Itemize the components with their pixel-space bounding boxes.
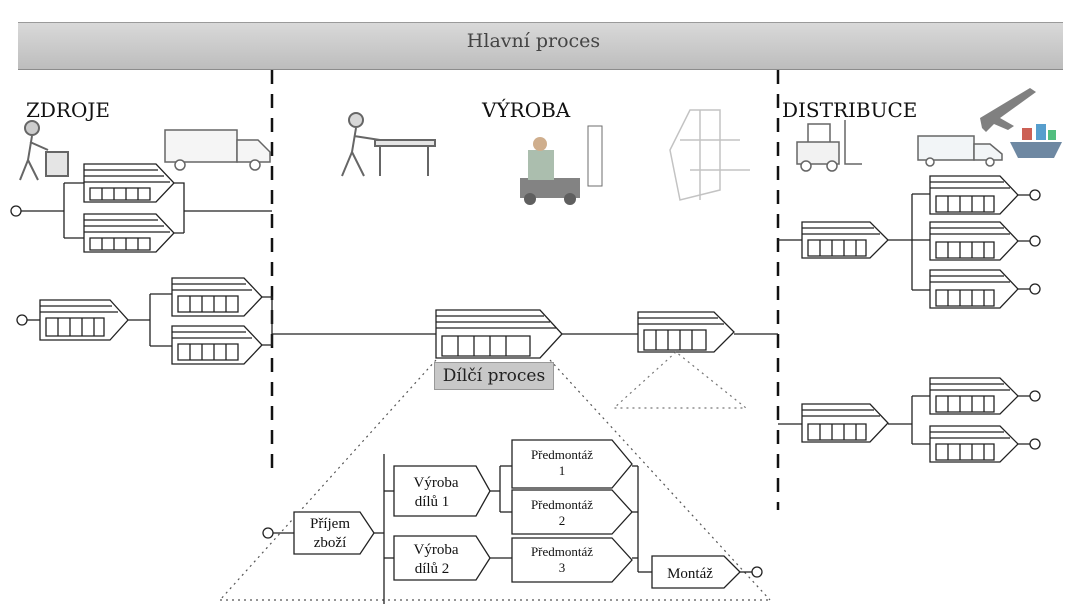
machine-tool-icon: [670, 110, 750, 200]
preassembly-1-label-2: 1: [559, 463, 566, 478]
production-process-main: [436, 310, 562, 358]
distribution-process-f: [930, 378, 1018, 414]
process-shapes: [11, 164, 1040, 462]
source-process-a: [84, 164, 174, 202]
preassembly-2-label-2: 2: [559, 513, 566, 528]
forklift-driver-icon: [520, 126, 602, 205]
preassembly-3-label-1: Předmontáž: [531, 544, 593, 559]
source-process-c: [40, 300, 128, 340]
receive-label-2: zboží: [314, 535, 346, 551]
distribution-process-g: [930, 426, 1018, 462]
distribution-process-c: [930, 222, 1018, 260]
source-process-b: [84, 214, 174, 252]
production-1-label-2: dílů 1: [415, 494, 450, 510]
subprocess-tag: Dílčí proces: [434, 362, 554, 390]
forklift-icon: [797, 120, 862, 171]
production-2-label-2: dílů 2: [415, 561, 450, 577]
truck-icon: [165, 130, 270, 170]
source-process-e: [172, 326, 262, 364]
production-process-secondary: [638, 312, 734, 352]
ship-icon: [1010, 124, 1062, 158]
production-2-label-1: Výroba: [414, 542, 459, 558]
receive-label-1: Příjem: [310, 516, 350, 532]
assembly-label: Montáž: [667, 566, 713, 582]
truck-icon: [918, 136, 1002, 166]
source-process-d: [172, 278, 262, 316]
preassembly-3-label-2: 3: [559, 560, 566, 575]
distribution-process-e: [802, 404, 888, 442]
distribution-process-d: [930, 270, 1018, 308]
airplane-icon: [980, 88, 1036, 132]
production-1-label-1: Výroba: [414, 475, 459, 491]
distribution-process-a: [802, 222, 888, 258]
preassembly-1-label-1: Předmontáž: [531, 447, 593, 462]
worker-icon: [20, 121, 68, 180]
distribution-process-b: [930, 176, 1018, 214]
worker-at-table-icon: [342, 113, 435, 176]
preassembly-2-label-1: Předmontáž: [531, 497, 593, 512]
secondary-zoom-triangle: [614, 352, 746, 408]
